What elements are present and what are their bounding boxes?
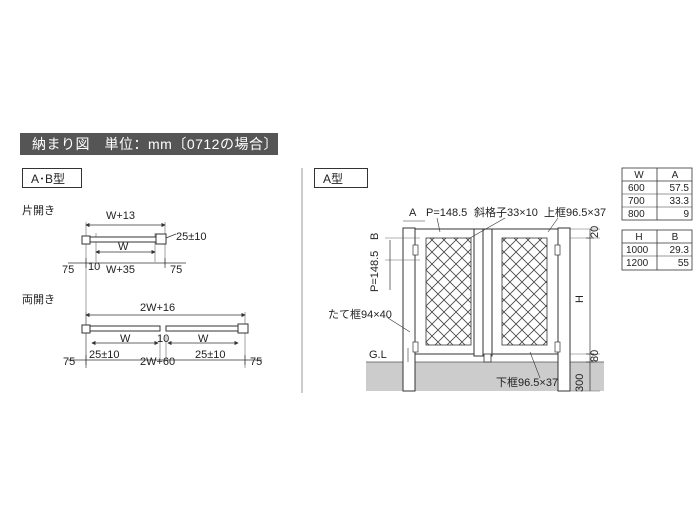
double-dim-w-left: W: [120, 333, 131, 345]
label-gl: G.L: [369, 349, 387, 361]
table-w-a: [621, 167, 693, 221]
label-pitch-side: P=148.5: [369, 251, 381, 292]
left-lattice: [425, 237, 472, 346]
label-dim-20: 20: [589, 226, 601, 238]
double-dim-bottom: 2W+60: [140, 356, 175, 368]
right-lattice: [501, 237, 548, 346]
table-wa-cell: 33.3: [670, 196, 690, 207]
double-gate-plan: [68, 312, 262, 368]
label-dim-80: 80: [589, 350, 601, 362]
label-dim-300: 300: [574, 374, 586, 392]
table-wa-cell: 800: [628, 209, 645, 220]
table-wa-header-a: A: [672, 170, 679, 181]
label-lattice: 斜格子33×10: [474, 205, 538, 219]
table-h-b: [621, 229, 693, 271]
single-swing-label: 片開き: [22, 204, 55, 217]
single-dim-bottom: W+35: [106, 264, 135, 276]
tag-ab-type: A･B型: [22, 168, 82, 188]
gate-elevation: [385, 217, 600, 392]
label-bottom-frame: 下框96.5×37: [496, 376, 558, 389]
table-hb-header-h: H: [635, 232, 642, 243]
single-dim-tolerance: 25±10: [176, 231, 207, 243]
table-hb-header-b: B: [672, 232, 679, 243]
table-hb-cell: 55: [678, 258, 690, 269]
label-a: A: [409, 207, 417, 219]
single-dim-right-75: 75: [170, 264, 182, 276]
single-dim-top: W+13: [106, 210, 135, 222]
double-dim-right-75: 75: [250, 356, 262, 368]
table-wa-cell: 9: [683, 209, 689, 220]
tag-a-type: A型: [314, 168, 368, 188]
table-hb-cell: 29.3: [670, 245, 690, 256]
double-swing-label: 両開き: [22, 293, 55, 306]
label-h: H: [574, 295, 586, 303]
table-wa-cell: 57.5: [670, 183, 690, 194]
label-pitch-top: P=148.5: [426, 207, 467, 219]
table-hb-cell: 1200: [626, 258, 649, 269]
label-b: B: [369, 233, 381, 240]
double-dim-w-right: W: [198, 333, 209, 345]
label-stile: たて框94×40: [328, 308, 392, 321]
single-gate-plan: [68, 222, 186, 368]
double-dim-left-75: 75: [63, 356, 75, 368]
double-dim-tol-right: 25±10: [195, 349, 226, 361]
single-dim-left-75: 75: [62, 264, 74, 276]
label-top-frame: 上框96.5×37: [544, 206, 606, 219]
table-wa-cell: 700: [628, 196, 645, 207]
single-dim-10: 10: [88, 261, 100, 273]
double-dim-10: 10: [157, 333, 169, 345]
double-dim-tol-left: 25±10: [89, 349, 120, 361]
table-wa-header-w: W: [634, 170, 644, 181]
table-hb-cell: 1000: [626, 245, 649, 256]
double-dim-top: 2W+16: [140, 302, 175, 314]
page-title: 納まり図 単位：mm〔0712の場合〕: [20, 133, 278, 155]
single-dim-w: W: [118, 241, 129, 253]
table-wa-cell: 600: [628, 183, 645, 194]
